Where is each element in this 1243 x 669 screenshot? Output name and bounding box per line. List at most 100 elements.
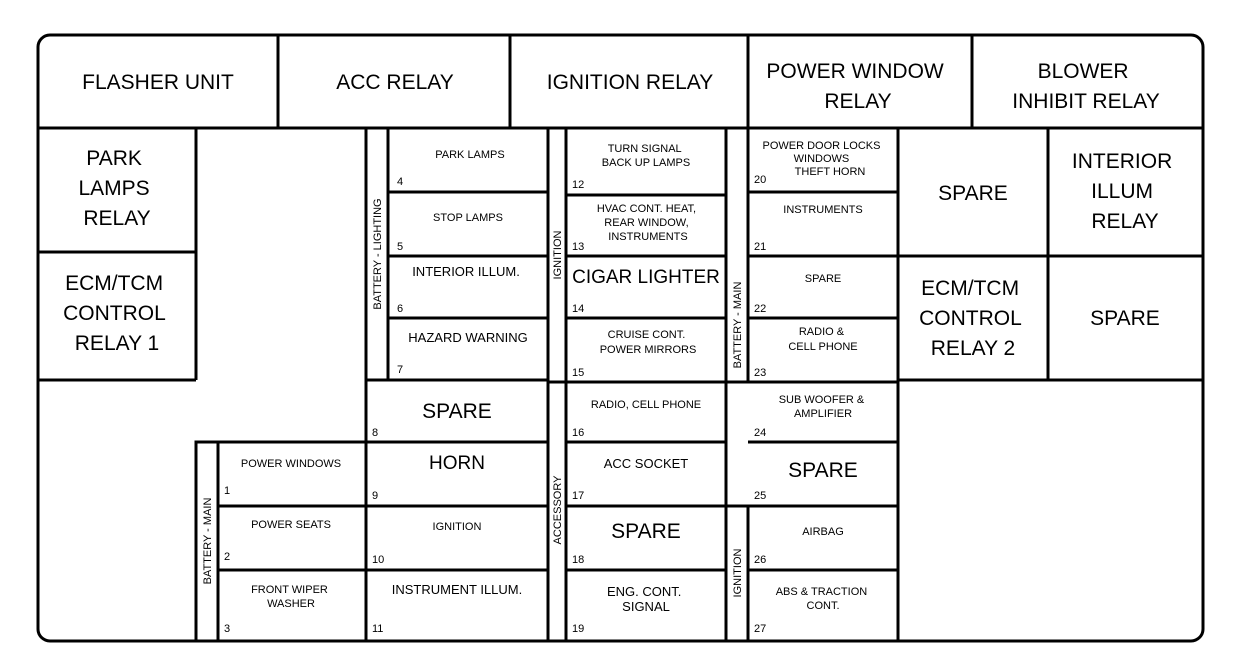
- fuse-7: HAZARD WARNING 7: [397, 330, 528, 376]
- fuse-9: HORN 9: [372, 453, 485, 502]
- relay-spare-right: SPARE: [1090, 307, 1160, 330]
- svg-text:2: 2: [224, 551, 230, 563]
- svg-text:SPARE: SPARE: [611, 520, 681, 543]
- svg-text:ENG. CONT. SIGNAL: ENG. CONT. SIGNAL: [607, 584, 685, 614]
- svg-text:INSTRUMENT ILLUM.: INSTRUMENT ILLUM.: [392, 582, 523, 597]
- svg-text:TURN SIGNAL BACK UP LAMP: TURN SIGNAL BACK UP LAMPS: [602, 143, 690, 169]
- fuse-18: SPARE 18: [572, 520, 681, 566]
- svg-text:POWER WINDOWS: POWER WINDOWS: [241, 458, 341, 470]
- svg-text:12: 12: [572, 179, 584, 191]
- relay-spare-top: SPARE: [938, 182, 1008, 205]
- fuse-14: CIGAR LIGHTER 14: [572, 267, 720, 315]
- relay-power-window: POWER WINDOW RELAY: [766, 60, 949, 113]
- fuse-25: SPARE 25: [754, 459, 858, 502]
- svg-text:26: 26: [754, 554, 766, 566]
- svg-text:9: 9: [372, 490, 378, 502]
- svg-text:23: 23: [754, 367, 766, 379]
- svg-text:SPARE: SPARE: [788, 459, 858, 482]
- svg-text:6: 6: [397, 303, 403, 315]
- svg-text:14: 14: [572, 303, 584, 315]
- svg-text:HAZARD WARNING: HAZARD WARNING: [408, 330, 527, 345]
- svg-text:22: 22: [754, 303, 766, 315]
- group-label-ignition-b: IGNITION: [732, 549, 744, 598]
- svg-text:18: 18: [572, 554, 584, 566]
- svg-text:SUB WOOFER & AMPLIFIER: SUB WOOFER & AMPLIFIER: [779, 394, 868, 420]
- svg-text:FRONT WIPER WASHER: FRONT WIPER WASHER: [251, 584, 331, 610]
- fuse-4: PARK LAMPS 4: [397, 149, 505, 188]
- svg-text:1: 1: [224, 485, 230, 497]
- fuse-24: SUB WOOFER & AMPLIFIER 24: [754, 394, 868, 439]
- svg-text:AIRBAG: AIRBAG: [802, 526, 844, 538]
- svg-text:RADIO, CELL PHONE: RADIO, CELL PHONE: [591, 399, 701, 411]
- svg-text:PARK LAMPS: PARK LAMPS: [435, 149, 505, 161]
- fuse-16: RADIO, CELL PHONE 16: [572, 399, 701, 439]
- fuse-20: POWER DOOR LOCKS WINDOWS THEFT HORN 20: [754, 140, 883, 186]
- svg-text:11: 11: [372, 623, 383, 635]
- svg-text:19: 19: [572, 623, 584, 635]
- svg-text:25: 25: [754, 490, 766, 502]
- fuse-5: STOP LAMPS 5: [397, 212, 503, 253]
- relay-blower-inhibit: BLOWER INHIBIT RELAY: [1012, 60, 1159, 113]
- svg-text:SPARE: SPARE: [805, 273, 841, 285]
- group-label-accessory: ACCESSORY: [552, 475, 564, 545]
- relay-park-lamps: PARK LAMPS RELAY: [78, 147, 155, 230]
- relay-flasher-unit: FLASHER UNIT: [82, 71, 234, 94]
- fuse-26: AIRBAG 26: [754, 526, 844, 566]
- group-label-battery-main-a: BATTERY - MAIN: [732, 282, 744, 369]
- svg-text:ACC SOCKET: ACC SOCKET: [604, 456, 689, 471]
- svg-text:INTERIOR ILLUM.: INTERIOR ILLUM.: [412, 264, 520, 279]
- fuse-15: CRUISE CONT. POWER MIRRORS 15: [572, 329, 696, 379]
- svg-text:ABS & TRACTION CONT.: ABS & TRACTION CONT.: [776, 586, 871, 612]
- svg-text:SPARE: SPARE: [422, 400, 492, 423]
- svg-text:POWER SEATS: POWER SEATS: [251, 519, 331, 531]
- fuse-13: HVAC CONT. HEAT, REAR WINDOW, INSTRUMENT…: [572, 203, 699, 253]
- svg-text:HVAC CONT. HEAT, REAR WI: HVAC CONT. HEAT, REAR WINDOW, INSTRUMENT…: [597, 203, 699, 243]
- svg-text:INSTRUMENTS: INSTRUMENTS: [783, 204, 862, 216]
- svg-text:27: 27: [754, 623, 766, 635]
- svg-text:POWER DOOR LOCKS WINDOWS: POWER DOOR LOCKS WINDOWS THEFT HORN: [762, 140, 883, 178]
- group-label-ignition-a: IGNITION: [552, 231, 564, 280]
- fuse-17: ACC SOCKET 17: [572, 456, 688, 502]
- fuse-1: POWER WINDOWS 1: [224, 458, 341, 497]
- relay-acc: ACC RELAY: [336, 71, 453, 94]
- svg-text:STOP LAMPS: STOP LAMPS: [433, 212, 503, 224]
- svg-text:RADIO & CELL PHONE: RADIO & CELL PHONE: [788, 326, 857, 353]
- svg-text:13: 13: [572, 241, 584, 253]
- svg-text:5: 5: [397, 241, 403, 253]
- relay-ignition: IGNITION RELAY: [547, 71, 713, 94]
- svg-text:7: 7: [397, 364, 403, 376]
- outer-frame: [36, 33, 1205, 643]
- relay-interior-illum: INTERIOR ILLUM RELAY: [1072, 150, 1178, 233]
- fuse-11: INSTRUMENT ILLUM. 11: [372, 582, 522, 635]
- svg-text:20: 20: [754, 174, 766, 186]
- relay-ecm-tcm-2: ECM/TCM CONTROL RELAY 2: [919, 277, 1027, 360]
- fuse-8: SPARE 8: [372, 400, 492, 439]
- svg-text:17: 17: [572, 490, 584, 502]
- svg-text:HORN: HORN: [429, 453, 485, 474]
- svg-text:10: 10: [372, 554, 384, 566]
- svg-text:3: 3: [224, 623, 230, 635]
- svg-text:8: 8: [372, 427, 378, 439]
- relay-ecm-tcm-1: ECM/TCM CONTROL RELAY 1: [63, 272, 171, 355]
- fuse-6: INTERIOR ILLUM. 6: [397, 264, 520, 315]
- group-label-battery-lighting: BATTERY - LIGHTING: [372, 198, 384, 309]
- fuse-12: TURN SIGNAL BACK UP LAMPS 12: [572, 143, 690, 191]
- svg-text:21: 21: [754, 241, 766, 253]
- svg-text:CIGAR LIGHTER: CIGAR LIGHTER: [572, 267, 720, 288]
- fuse-21: INSTRUMENTS 21: [754, 204, 863, 253]
- grid-lines: [36, 33, 1205, 643]
- group-label-battery-main-b: BATTERY - MAIN: [202, 498, 214, 585]
- svg-text:16: 16: [572, 427, 584, 439]
- svg-text:4: 4: [397, 176, 403, 188]
- fuse-27: ABS & TRACTION CONT. 27: [754, 586, 871, 635]
- fuse-23: RADIO & CELL PHONE 23: [754, 326, 858, 379]
- fuse-2: POWER SEATS 2: [224, 519, 331, 563]
- svg-text:IGNITION: IGNITION: [433, 521, 482, 533]
- svg-text:CRUISE CONT. POWER MIRRO: CRUISE CONT. POWER MIRRORS: [600, 329, 697, 356]
- svg-text:24: 24: [754, 427, 766, 439]
- svg-text:15: 15: [572, 367, 584, 379]
- fuse-19: ENG. CONT. SIGNAL 19: [572, 584, 685, 635]
- fuse-3: FRONT WIPER WASHER 3: [224, 584, 331, 635]
- fuse-22: SPARE 22: [754, 273, 841, 315]
